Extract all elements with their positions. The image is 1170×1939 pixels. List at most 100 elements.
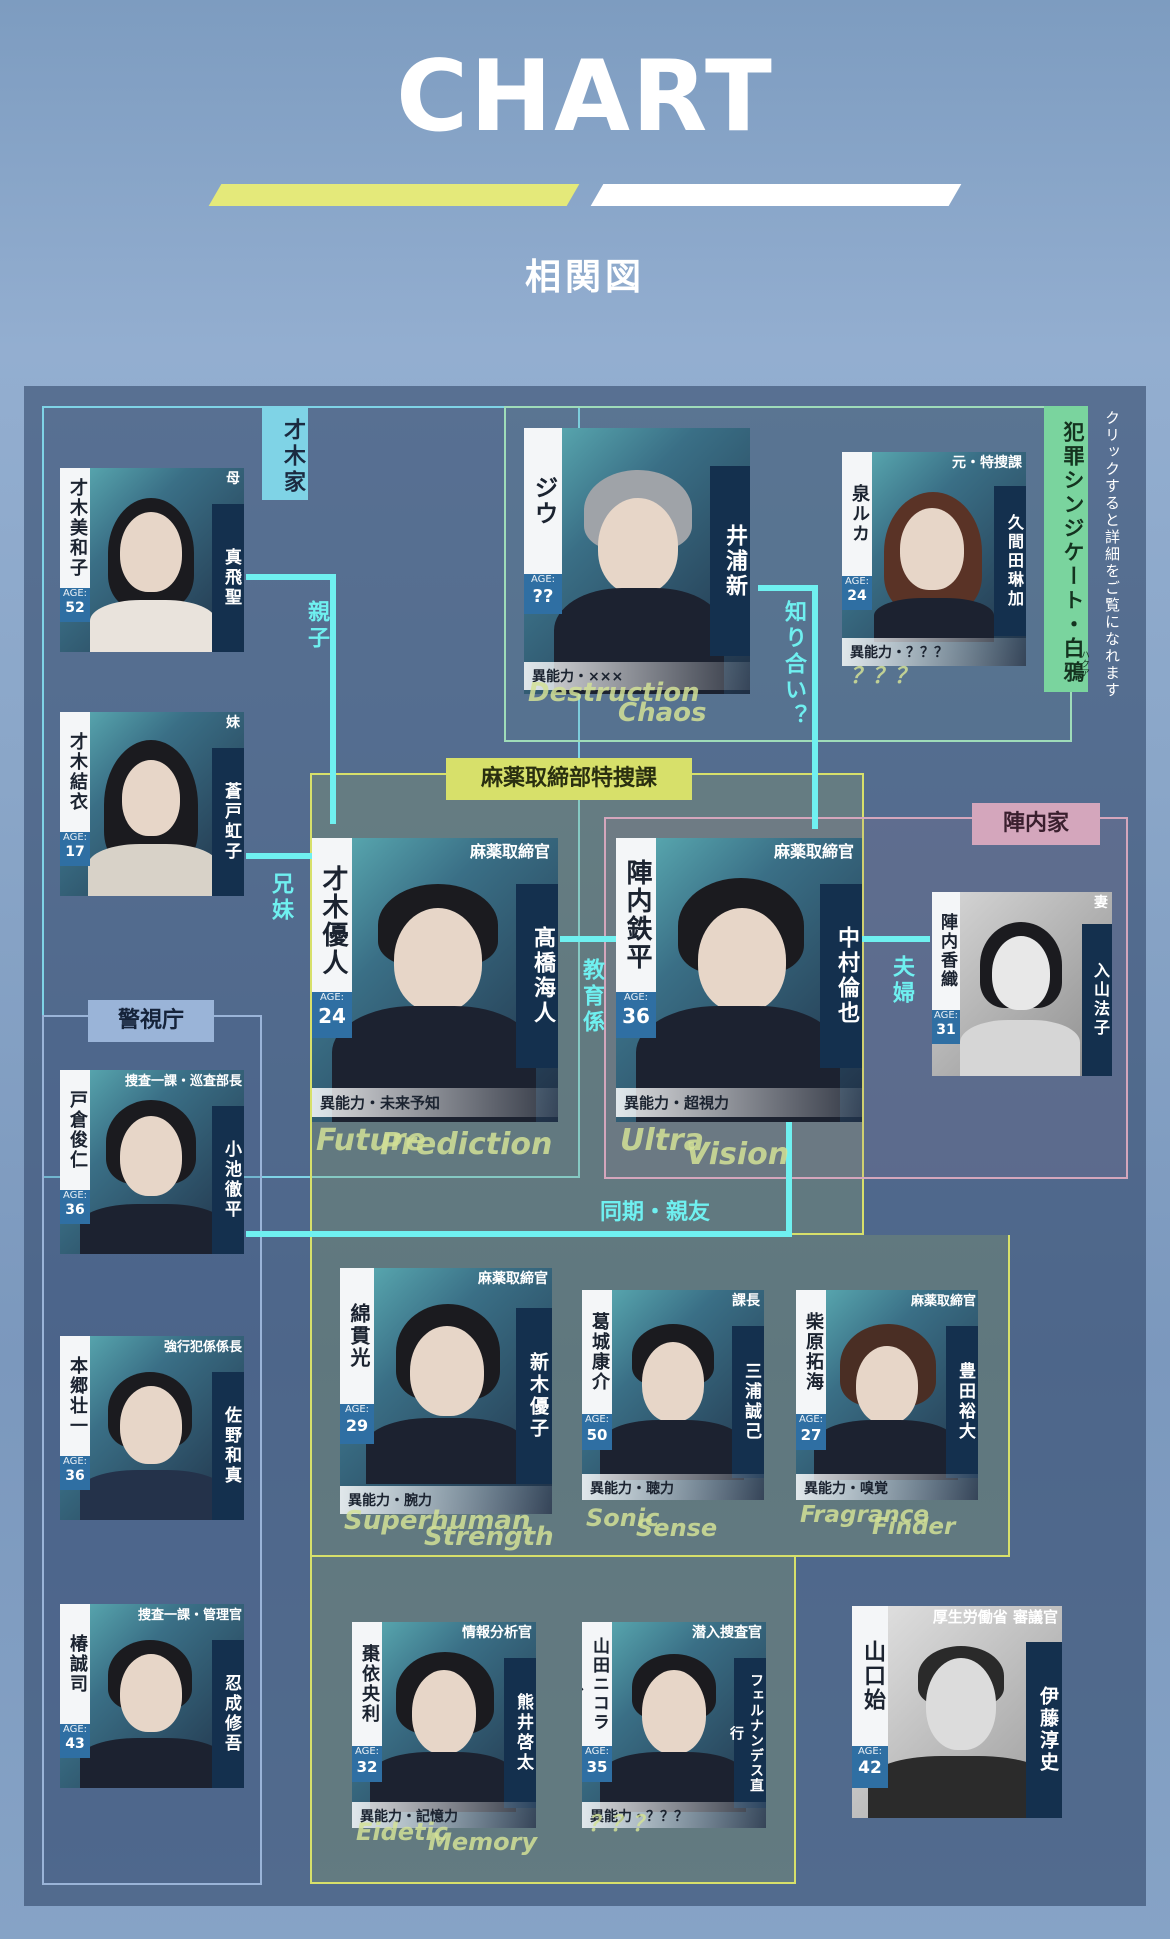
role-label: 妹 — [226, 715, 240, 731]
character-name: 葛城康介 — [582, 1290, 612, 1414]
role-label: 捜査一課・巡査部長 — [124, 1074, 242, 1089]
age-box: AGE:27 — [796, 1414, 826, 1450]
ability-english-2: Finder — [872, 1514, 956, 1540]
character-name: 戸倉俊仁 — [60, 1070, 90, 1190]
age-box: AGE:52 — [60, 588, 90, 622]
connector-oyako-v — [330, 574, 336, 824]
group-ruby-crime: ハクア — [1079, 650, 1089, 677]
character-name: ジウ — [524, 428, 562, 574]
ability-english-2: Chaos — [618, 698, 707, 728]
role-label: 厚生労働省 審議官 — [932, 1608, 1058, 1626]
actor-name: 中村倫也 — [820, 884, 862, 1068]
ability-english-2: Sense — [636, 1514, 718, 1542]
accent-bar-yellow — [208, 184, 580, 206]
role-label: 麻薬取締官 — [478, 1271, 548, 1287]
role-label: 麻薬取締官 — [910, 1294, 976, 1309]
character-card-hongo[interactable]: 本郷壮一 AGE:36 佐野和真 強行犯係係長 — [60, 1336, 244, 1520]
connector-douki-h — [246, 1231, 792, 1237]
age-box: AGE:35 — [582, 1746, 612, 1782]
page-subtitle: 相関図 — [524, 257, 645, 298]
character-card-miwako[interactable]: 才木美和子 AGE:52 真飛聖 母 — [60, 468, 244, 652]
role-label: 元・特捜課 — [952, 455, 1022, 471]
ability-label: 異能力・超視力 — [616, 1088, 862, 1117]
character-card-kaori[interactable]: 陣内香織 AGE:31 入山法子 妻 — [932, 892, 1112, 1076]
ability-label: 異能力・嗅覚 — [796, 1474, 978, 1500]
age-box: AGE:36 — [60, 1456, 90, 1490]
character-name: 才木優人 — [312, 838, 352, 1004]
age-box: AGE:43 — [60, 1724, 90, 1758]
character-card-yamaguchi[interactable]: 山口始 AGE:42 伊藤淳史 厚生労働省 審議官 — [852, 1606, 1062, 1818]
ability-english-2: Memory — [428, 1828, 538, 1856]
actor-name: フェルナンデス直行 — [728, 1658, 766, 1808]
age-box: AGE:29 — [340, 1404, 374, 1444]
click-hint: クリックすると詳細をご覧になれます — [1103, 410, 1121, 699]
role-label: 麻薬取締官 — [469, 842, 550, 861]
portrait — [698, 908, 786, 1012]
group-label-jinnai: 陣内家 — [972, 803, 1100, 845]
age-box: AGE:36 — [616, 992, 656, 1038]
character-card-tokura[interactable]: 戸倉俊仁 AGE:36 小池徹平 捜査一課・巡査部長 — [60, 1070, 244, 1254]
age-box: AGE:32 — [352, 1746, 382, 1782]
group-label-crime: 犯罪シンジケート・白鴉 — [1044, 406, 1088, 692]
role-label: 母 — [226, 471, 240, 487]
ability-label: 異能力・××× — [524, 662, 750, 690]
actor-name: 久間田琳加 — [994, 486, 1026, 636]
ability-english-2: Prediction — [380, 1127, 553, 1162]
accent-bar-white — [590, 184, 962, 206]
character-name: 椿誠司 — [60, 1604, 90, 1724]
portrait — [900, 508, 964, 590]
character-card-tsubaki[interactable]: 椿誠司 AGE:43 忍成修吾 捜査一課・管理官 — [60, 1604, 244, 1788]
age-box: AGE:36 — [60, 1190, 90, 1224]
page-title: CHART — [396, 40, 774, 154]
label-oyako: 親子 — [304, 600, 329, 652]
portrait — [412, 1670, 476, 1754]
character-name: 綿貫光 — [340, 1268, 374, 1404]
role-label: 捜査一課・管理官 — [137, 1608, 242, 1623]
ability-english-1: Fragrance — [800, 1502, 929, 1528]
character-card-katsuragi[interactable]: 葛城康介 AGE:50 三浦誠己 課長 異能力・聴力 — [582, 1290, 764, 1500]
label-shiriai: 知り合い？ — [781, 600, 806, 730]
portrait — [120, 1386, 182, 1464]
character-name: 陣内香織 — [932, 892, 960, 1010]
actor-name: 伊藤淳史 — [1026, 1642, 1062, 1818]
label-kyoudai: 兄妹 — [268, 872, 293, 924]
actor-name: 新木優子 — [516, 1308, 552, 1484]
character-card-yamada[interactable]: 山田ニコラス AGE:35 フェルナンデス直行 潜入捜査官 異能力・？？？ — [582, 1622, 766, 1828]
role-label: 潜入捜査官 — [692, 1625, 762, 1641]
ability-english-2: Strength — [424, 1522, 554, 1552]
character-card-jiu[interactable]: ジウ AGE:?? 井浦新 異能力・××× — [524, 428, 750, 694]
role-label: 妻 — [1094, 895, 1108, 911]
ability-english-1: Sonic — [586, 1504, 660, 1532]
ability-english-1: ？？？ — [850, 664, 917, 689]
portrait — [598, 498, 678, 594]
character-card-yuto[interactable]: 才木優人 AGE:24 髙橋海人 麻薬取締官 異能力・未来予知 — [312, 838, 558, 1122]
ability-english-1: Eidetic — [356, 1818, 449, 1846]
portrait — [992, 936, 1050, 1010]
age-box: AGE:?? — [524, 574, 562, 614]
character-card-watanuki[interactable]: 綿貫光 AGE:29 新木優子 麻薬取締官 異能力・腕力 — [340, 1268, 552, 1514]
character-card-shibahara[interactable]: 柴原拓海 AGE:27 豊田裕大 麻薬取締官 異能力・嗅覚 — [796, 1290, 978, 1500]
age-box: AGE:31 — [932, 1010, 960, 1044]
role-label: 麻薬取締官 — [773, 842, 854, 861]
age-box: AGE:24 — [312, 992, 352, 1038]
portrait — [122, 760, 180, 836]
portrait — [120, 1116, 182, 1196]
character-card-teppei[interactable]: 陣内鉄平 AGE:36 中村倫也 麻薬取締官 異能力・超視力 — [616, 838, 862, 1122]
label-kyouiku: 教育係 — [579, 958, 604, 1036]
actor-name: 蒼戸虹子 — [212, 748, 244, 896]
actor-name: 髙橋海人 — [516, 884, 558, 1068]
portrait — [926, 1658, 996, 1750]
ability-label: 異能力・未来予知 — [312, 1088, 558, 1117]
character-card-natsume[interactable]: 棗依央利 AGE:32 熊井啓太 情報分析官 異能力・記憶力 — [352, 1622, 536, 1828]
character-card-ruka[interactable]: 泉ルカ AGE:24 久間田琳加 元・特捜課 異能力・？？？ — [842, 452, 1026, 666]
group-label-saiki: 才木家 — [262, 406, 308, 500]
ability-label: 異能力・腕力 — [340, 1486, 552, 1514]
ability-label: 異能力・聴力 — [582, 1474, 764, 1500]
character-card-yui[interactable]: 才木結衣 AGE:17 蒼戸虹子 妹 — [60, 712, 244, 896]
character-name: 山口始 — [852, 1606, 888, 1746]
character-name: 才木美和子 — [60, 468, 90, 588]
label-douki: 同期・親友 — [600, 1200, 711, 1225]
ability-label: 異能力・？？？ — [582, 1802, 766, 1828]
group-label-police: 警視庁 — [88, 1000, 214, 1042]
ability-english-1: Ultra — [620, 1123, 705, 1158]
